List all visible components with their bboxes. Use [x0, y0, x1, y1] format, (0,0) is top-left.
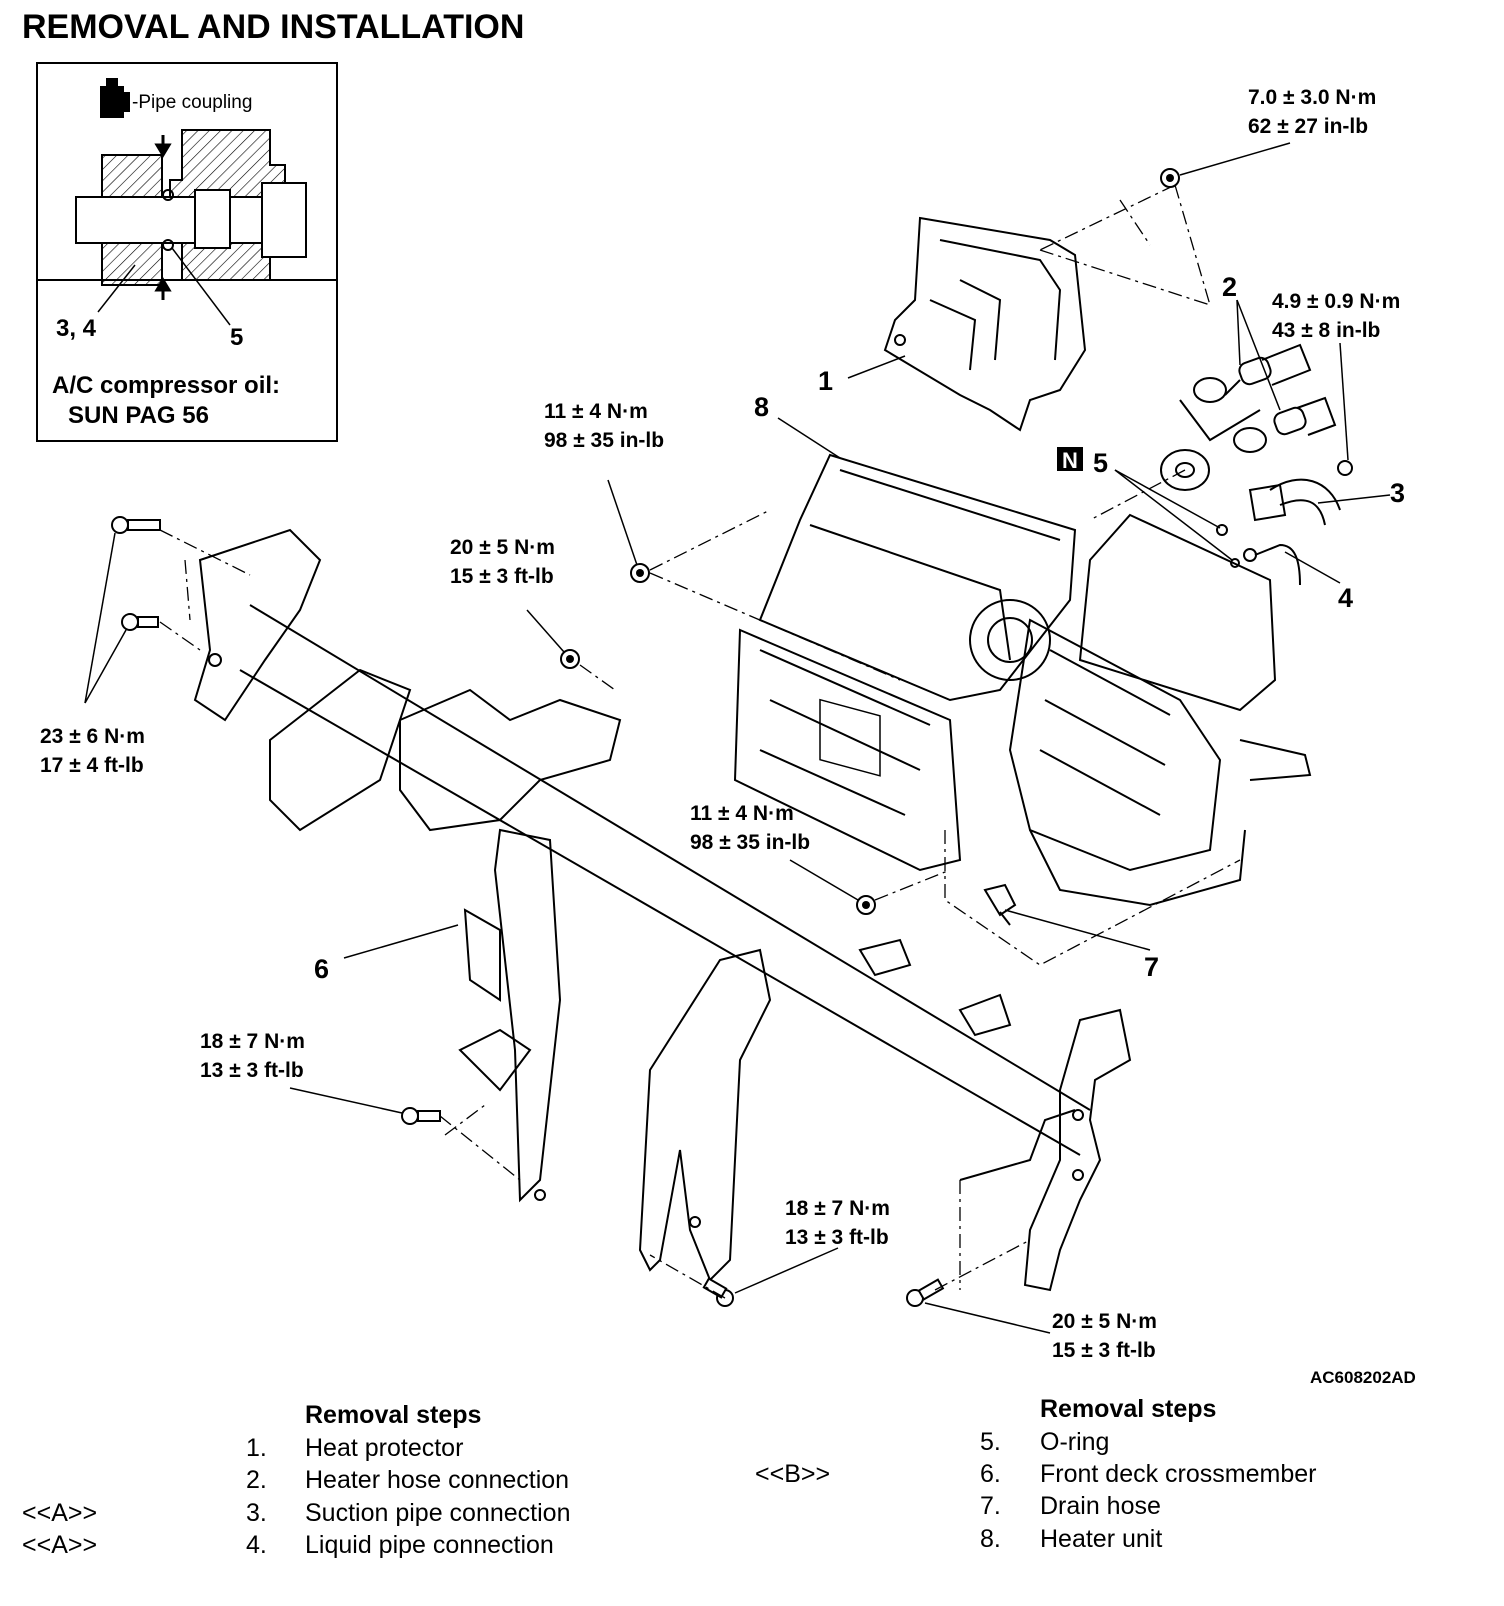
- step-ref: <<A>>: [22, 1499, 98, 1527]
- torque-spec: 11 ± 4 N·m 98 ± 35 in-lb: [690, 802, 810, 854]
- callout-7: 7: [1144, 952, 1159, 982]
- callout-4: 4: [1338, 583, 1353, 613]
- front-deck-crossmember-drawing: [193, 528, 1132, 1292]
- step-number: 7.: [980, 1492, 1001, 1520]
- svg-text:98 ± 35 in-lb: 98 ± 35 in-lb: [690, 831, 810, 854]
- oil-spec-line2: SUN PAG 56: [68, 402, 209, 429]
- suction-liquid-pipe-drawing: [1160, 449, 1353, 586]
- bolt-icon: [560, 649, 580, 669]
- step-number: 8.: [980, 1525, 1001, 1553]
- svg-text:13 ± 3 ft-lb: 13 ± 3 ft-lb: [200, 1059, 304, 1082]
- torque-spec: 11 ± 4 N·m 98 ± 35 in-lb: [544, 400, 664, 452]
- step-ref: <<A>>: [22, 1531, 98, 1559]
- svg-text:43 ± 8 in-lb: 43 ± 8 in-lb: [1272, 319, 1380, 342]
- step-text: Liquid pipe connection: [305, 1531, 554, 1559]
- svg-text:18 ± 7 N·m: 18 ± 7 N·m: [785, 1197, 890, 1220]
- inset-label-5: 5: [230, 324, 243, 351]
- callout-6: 6: [314, 954, 329, 984]
- torque-spec: 20 ± 5 N·m 15 ± 3 ft-lb: [450, 536, 555, 588]
- torque-spec: 18 ± 7 N·m 13 ± 3 ft-lb: [785, 1197, 890, 1249]
- torque-spec: 23 ± 6 N·m 17 ± 4 ft-lb: [40, 725, 145, 777]
- steps-heading: Removal steps: [1040, 1395, 1217, 1423]
- callout-3: 3: [1390, 478, 1405, 508]
- svg-text:15 ± 3 ft-lb: 15 ± 3 ft-lb: [1052, 1339, 1156, 1362]
- svg-text:98 ± 35 in-lb: 98 ± 35 in-lb: [544, 429, 664, 452]
- svg-text:20 ± 5 N·m: 20 ± 5 N·m: [450, 536, 555, 559]
- step-text: Heater hose connection: [305, 1466, 570, 1494]
- torque-spec: 7.0 ± 3.0 N·m 62 ± 27 in-lb: [1248, 86, 1376, 138]
- page-title: REMOVAL AND INSTALLATION: [22, 8, 525, 46]
- step-number: 2.: [246, 1466, 267, 1494]
- step-text: Front deck crossmember: [1040, 1460, 1317, 1488]
- svg-text:4.9 ± 0.9 N·m: 4.9 ± 0.9 N·m: [1272, 290, 1400, 313]
- callout-5: 5: [1093, 448, 1108, 478]
- step-text: Drain hose: [1040, 1492, 1161, 1520]
- step-number: 5.: [980, 1428, 1001, 1456]
- step-text: Heat protector: [305, 1434, 464, 1462]
- inset-pipe-coupling-detail: -Pipe coupling 3, 4 5 A/C compressor oil…: [36, 62, 338, 442]
- callout-8: 8: [754, 392, 769, 422]
- steps-heading: Removal steps: [305, 1401, 482, 1429]
- heat-protector-drawing: [883, 216, 1087, 432]
- svg-text:62 ± 27 in-lb: 62 ± 27 in-lb: [1248, 115, 1368, 138]
- callout-2: 2: [1222, 272, 1237, 302]
- step-number: 4.: [246, 1531, 267, 1559]
- step-text: Heater unit: [1040, 1525, 1163, 1553]
- drain-hose-drawing: [983, 883, 1017, 926]
- figure-code: AC608202AD: [1310, 1368, 1416, 1387]
- oil-spec-line1: A/C compressor oil:: [52, 372, 280, 399]
- svg-text:18 ± 7 N·m: 18 ± 7 N·m: [200, 1030, 305, 1053]
- step-number: 3.: [246, 1499, 267, 1527]
- torque-spec: 20 ± 5 N·m 15 ± 3 ft-lb: [1052, 1310, 1157, 1362]
- bolt-icon: [111, 516, 945, 1307]
- svg-text:7.0 ± 3.0 N·m: 7.0 ± 3.0 N·m: [1248, 86, 1376, 109]
- oil-can-icon: [100, 78, 130, 118]
- svg-text:20 ± 5 N·m: 20 ± 5 N·m: [1052, 1310, 1157, 1333]
- svg-text:13 ± 3 ft-lb: 13 ± 3 ft-lb: [785, 1226, 889, 1249]
- svg-text:17 ± 4 ft-lb: 17 ± 4 ft-lb: [40, 754, 144, 777]
- svg-text:23 ± 6 N·m: 23 ± 6 N·m: [40, 725, 145, 748]
- bolt-icon: [1160, 168, 1180, 188]
- nut-icon: [630, 563, 650, 583]
- torque-spec: 4.9 ± 0.9 N·m 43 ± 8 in-lb: [1272, 290, 1400, 342]
- svg-text:11 ± 4 N·m: 11 ± 4 N·m: [690, 802, 794, 825]
- inset-label-3-4: 3, 4: [56, 315, 97, 342]
- n-badge: N: [1057, 447, 1083, 473]
- pipe-coupling-label: -Pipe coupling: [132, 92, 252, 113]
- step-number: 6.: [980, 1460, 1001, 1488]
- svg-text:15 ± 3 ft-lb: 15 ± 3 ft-lb: [450, 565, 554, 588]
- heater-unit-drawing: [733, 453, 1312, 907]
- heater-hose-connection-drawing: [1179, 343, 1337, 453]
- torque-spec: 18 ± 7 N·m 13 ± 3 ft-lb: [200, 1030, 305, 1082]
- step-number: 1.: [246, 1434, 267, 1462]
- step-text: O-ring: [1040, 1428, 1110, 1456]
- step-text: Suction pipe connection: [305, 1499, 571, 1527]
- svg-text:11 ± 4 N·m: 11 ± 4 N·m: [544, 400, 648, 423]
- step-ref: <<B>>: [755, 1460, 831, 1488]
- callout-1: 1: [818, 366, 833, 396]
- nut-icon: [856, 895, 876, 915]
- svg-text:N: N: [1062, 448, 1078, 473]
